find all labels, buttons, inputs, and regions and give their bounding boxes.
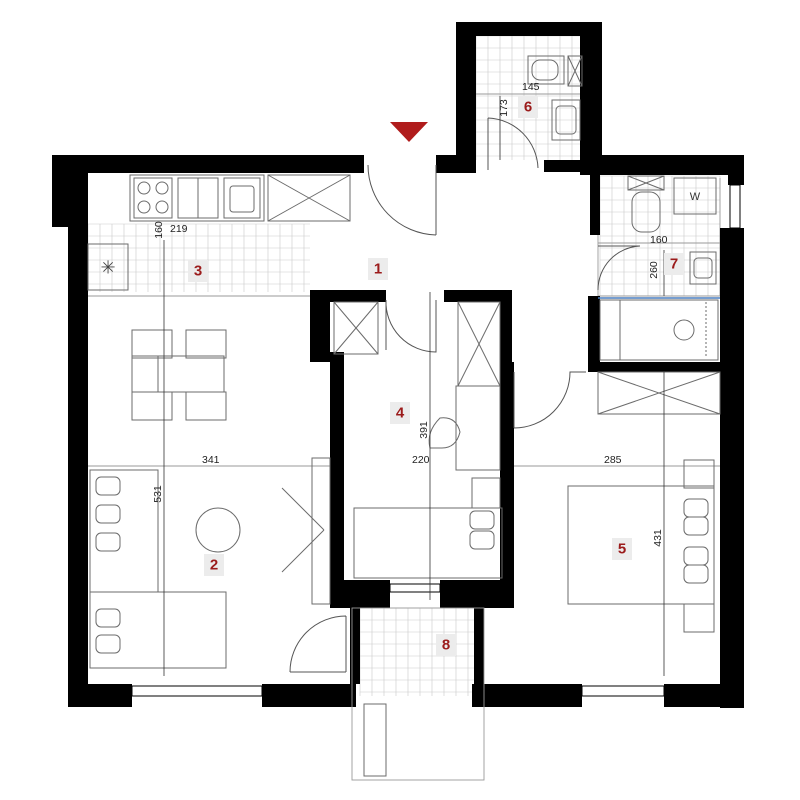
dim-room4-width: 220: [412, 454, 430, 466]
bathroom-7-fixtures: W: [598, 175, 720, 361]
living-furniture: [89, 457, 331, 669]
pillow-icon: [683, 498, 709, 518]
dim-kitchen-depth: 160: [153, 221, 165, 239]
washer-label: W: [690, 191, 701, 203]
kitchen-tile-grid: [87, 223, 310, 292]
dim-room4-depth: 391: [418, 421, 430, 439]
doors: [289, 117, 641, 673]
dim-kitchen-width: 219: [170, 223, 188, 235]
pillow-icon: [683, 516, 709, 536]
balcony-tile-grid: [359, 607, 474, 696]
kitchen-units: ✳: [87, 174, 351, 291]
svg-text:7: 7: [670, 256, 678, 273]
window-bath7: [729, 184, 741, 229]
balcony: [351, 607, 485, 781]
pillow-icon: [95, 608, 121, 628]
dim-room5-width: 285: [604, 454, 622, 466]
window-living: [131, 685, 263, 697]
pillow-icon: [95, 634, 121, 654]
room-5-furniture: [567, 371, 721, 633]
bathroom-6-fixtures: [527, 55, 583, 141]
shower-icon: [599, 299, 719, 361]
pillow-icon: [95, 532, 121, 552]
window-balcony-door: [389, 583, 441, 593]
pillow-icon: [683, 546, 709, 566]
room-number-5: 5: [612, 538, 632, 560]
sink-icon: [689, 251, 717, 285]
dining-table: [131, 329, 227, 421]
svg-text:4: 4: [396, 405, 405, 422]
svg-text:8: 8: [442, 637, 450, 654]
room-number-2: 2: [204, 554, 224, 576]
walls: [52, 22, 744, 708]
sink-icon: [223, 177, 261, 219]
room-number-1: 1: [368, 258, 388, 280]
dim-living-depth: 531: [152, 485, 164, 503]
pillow-icon: [95, 476, 121, 496]
hob-icon: [133, 177, 173, 219]
pillow-icon: [95, 504, 121, 524]
pillow-icon: [469, 530, 495, 550]
dimension-lines: [163, 96, 665, 676]
room-number-6: 6: [518, 96, 538, 118]
room-number-4: 4: [390, 402, 410, 424]
room-number-7: 7: [664, 253, 684, 275]
sink-icon: [551, 99, 581, 141]
pillows: [95, 476, 709, 654]
dim-bath7-depth: 260: [648, 261, 660, 279]
entrance-arrow-icon: [390, 122, 428, 142]
ventilation-icon: ✳: [100, 258, 115, 279]
svg-text:2: 2: [210, 557, 218, 574]
window-bedroom: [581, 685, 665, 697]
room-4-furniture: [333, 301, 503, 579]
dim-bath6-depth: 173: [498, 99, 510, 117]
dim-living-width: 341: [202, 454, 220, 466]
windows: [131, 184, 741, 697]
pillow-icon: [469, 510, 495, 530]
dim-bath7-width: 160: [650, 234, 668, 246]
svg-text:5: 5: [618, 541, 626, 558]
toilet-icon: [531, 59, 559, 81]
pillow-icon: [683, 564, 709, 584]
svg-text:6: 6: [524, 99, 532, 116]
toilet-icon: [631, 191, 661, 233]
svg-text:1: 1: [374, 261, 382, 278]
svg-text:3: 3: [194, 263, 202, 280]
dim-bath6-width: 145: [522, 81, 540, 93]
room-number-8: 8: [436, 634, 456, 656]
room-number-3: 3: [188, 260, 208, 282]
dim-room5-depth: 431: [652, 529, 664, 547]
